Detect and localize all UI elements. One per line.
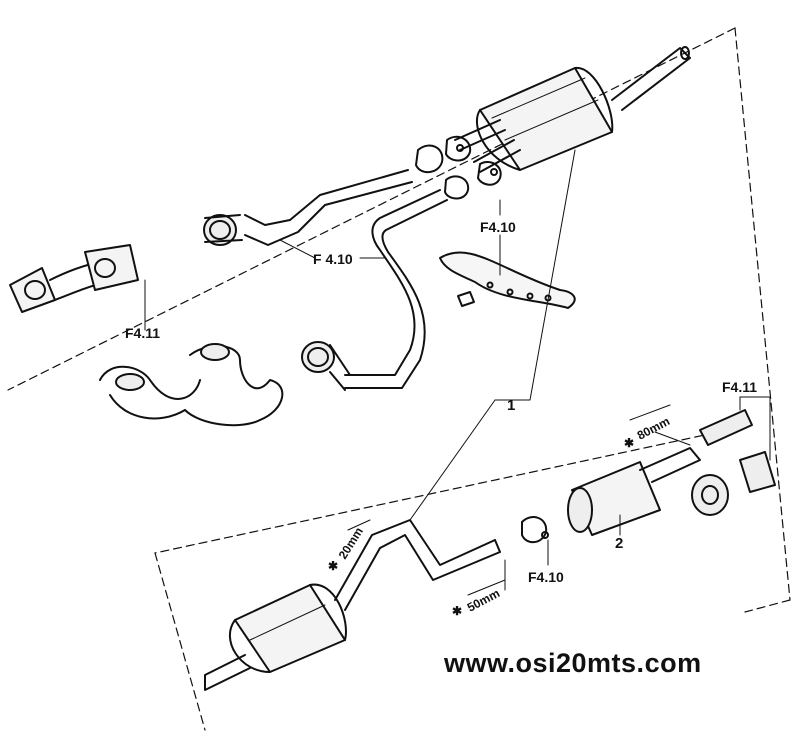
- front-exhaust-pipe: [203, 169, 413, 246]
- manifold-left: [9, 244, 139, 313]
- clamp-lower: [521, 516, 549, 544]
- dimension-20mm: 20mm: [336, 525, 366, 562]
- label-f4-11-left: F4.11: [125, 325, 160, 341]
- rear-muffler-top: [454, 46, 691, 173]
- label-part-1: 1: [507, 397, 515, 414]
- asterisk-50mm: ✱: [452, 604, 462, 618]
- dimension-50mm: 50mm: [465, 586, 502, 615]
- rubber-mounts: [691, 409, 776, 516]
- clamps-top: [415, 135, 502, 200]
- front-muffler-lower: [204, 583, 347, 691]
- asterisk-20mm: ✱: [328, 559, 338, 573]
- manifold-lower: [99, 343, 284, 427]
- intermediate-pipe: [301, 189, 448, 391]
- center-muffler: [567, 447, 701, 536]
- label-f4-11-right: F4.11: [722, 379, 757, 395]
- label-part-2: 2: [615, 535, 623, 552]
- label-f4-10-clamp: F4.10: [528, 569, 564, 585]
- dimension-80mm: 80mm: [635, 414, 672, 443]
- leader-lines: [144, 149, 771, 596]
- part-labels: F4.11 F 4.10 F4.10 F4.11 F4.10 1 2 80mm …: [125, 219, 757, 618]
- label-f4-10-top: F4.10: [480, 219, 516, 235]
- heat-shield-bracket: [439, 251, 576, 309]
- asterisk-80mm: ✱: [624, 436, 634, 450]
- assembly-outline-dashed: [7, 27, 791, 731]
- watermark-url: www.osi20mts.com: [444, 648, 702, 678]
- label-f4-10-pipe: F 4.10: [313, 251, 353, 267]
